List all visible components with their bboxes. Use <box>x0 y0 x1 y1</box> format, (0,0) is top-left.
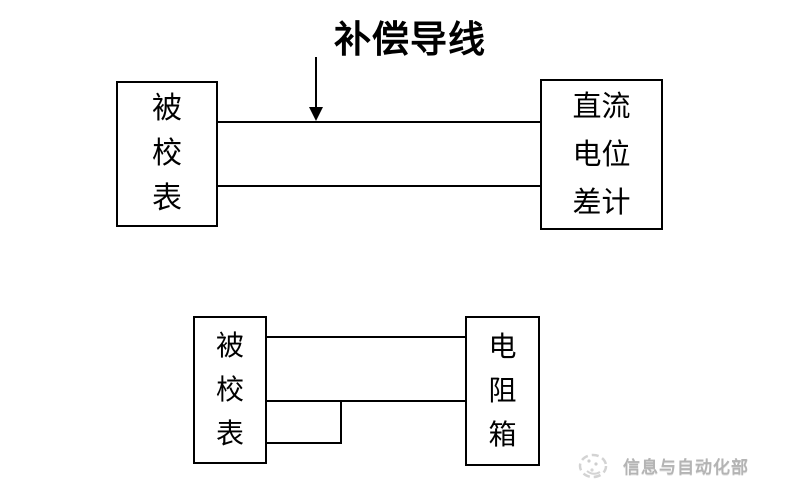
box-resistance-box: 电 阻 箱 <box>465 316 540 466</box>
wire-top-lower <box>218 185 540 187</box>
compensation-wire-label: 补偿导线 <box>334 18 486 61</box>
box-text-line: 表 <box>152 181 182 216</box>
box-text-line: 阻 <box>488 374 517 407</box>
box-dc-potentiometer: 直流 电位 差计 <box>540 79 663 230</box>
arrow-down-icon <box>309 57 323 121</box>
arrow-head <box>309 107 323 121</box>
globe-swirl-icon <box>578 453 608 479</box>
box-text-line: 表 <box>215 417 244 450</box>
wire-bottom-middle <box>267 400 465 402</box>
box-text-line: 直流 <box>572 89 631 123</box>
box-text-line: 箱 <box>488 418 517 451</box>
box-text-line: 差计 <box>572 185 631 219</box>
arrow-shaft <box>315 57 317 108</box>
box-text-line: 被 <box>215 329 244 362</box>
box-text-line: 校 <box>152 136 182 171</box>
wire-bottom-upper <box>267 336 465 338</box>
box-text-line: 校 <box>215 373 244 406</box>
box-meter-under-test-top: 被 校 表 <box>116 81 218 227</box>
wire-top-upper <box>218 121 540 123</box>
wire-bottom-stub <box>267 442 342 444</box>
wire-bottom-vertical <box>340 400 342 444</box>
watermark: 信息与自动化部 <box>577 449 749 481</box>
box-text-line: 被 <box>152 91 182 126</box>
watermark-text: 信息与自动化部 <box>623 457 749 478</box>
box-meter-under-test-bottom: 被 校 表 <box>193 316 267 464</box>
box-text-line: 电 <box>488 330 517 363</box>
box-text-line: 电位 <box>572 137 631 171</box>
